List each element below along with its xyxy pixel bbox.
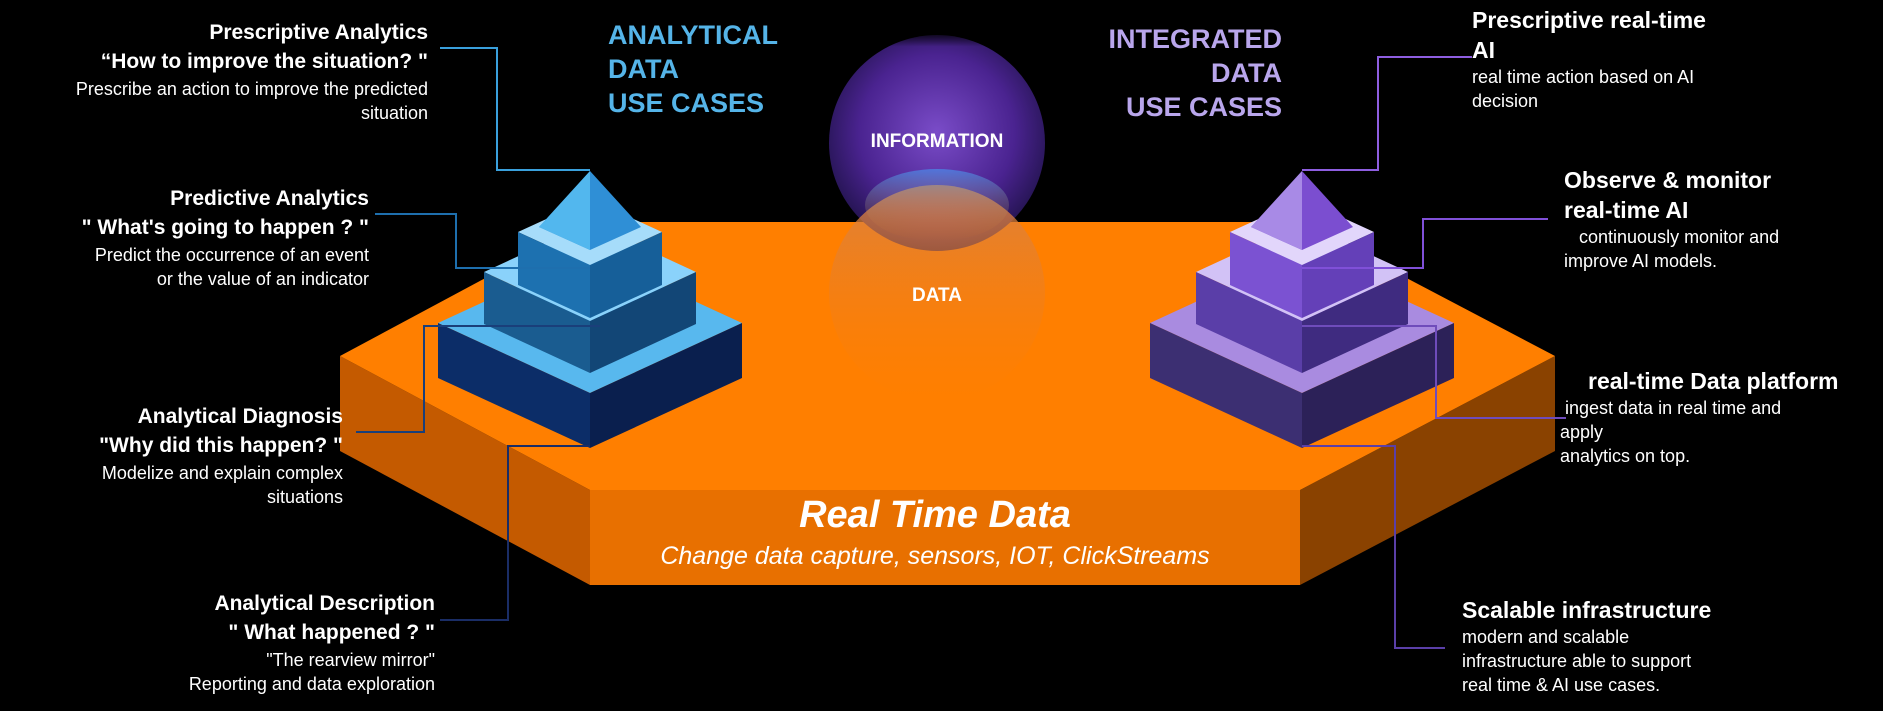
connector-diagnosis (356, 325, 600, 433)
label-title: Predictive Analytics (170, 187, 369, 210)
label-description: apply (1560, 422, 1604, 442)
heading-line: DATA (608, 54, 679, 84)
analytical-pyramid (438, 171, 742, 448)
heading-line: DATA (1211, 58, 1282, 88)
label-question: " What's going to happen ? " (81, 216, 369, 239)
platform-subtitle: Change data capture, sensors, IOT, Click… (660, 542, 1210, 570)
data-label: DATA (912, 285, 962, 306)
platform-right-face (1300, 356, 1555, 585)
platform-front-face (590, 490, 1300, 585)
realtime-data-platform-label: real-time Data platform ingest data in r… (1560, 366, 1839, 468)
right-connectors (1302, 56, 1566, 649)
integrated-pyramid (1150, 171, 1454, 448)
label-description: continuously monitor and (1564, 227, 1780, 247)
connector-prescriptive (440, 47, 590, 171)
label-description: situations (266, 487, 343, 507)
heading-line: INTEGRATED (1108, 24, 1283, 54)
prescriptive-analytics-label: Prescriptive Analytics “How to improve t… (76, 19, 428, 125)
label-description: Reporting and data exploration (188, 674, 435, 694)
label-title: Observe & monitor (1564, 167, 1772, 193)
label-description: or the value of an indicator (156, 269, 369, 289)
heading-line: ANALYTICAL (608, 20, 779, 50)
label-title: Scalable infrastructure (1462, 597, 1712, 623)
integrated-heading: INTEGRATED DATA USE CASES (1080, 22, 1283, 124)
label-title: Prescriptive real-time (1472, 7, 1706, 33)
predictive-analytics-label: Predictive Analytics " What's going to h… (82, 185, 369, 291)
label-description: Prescribe an action to improve the predi… (75, 79, 428, 99)
connector-description (440, 445, 590, 621)
label-description: real time & AI use cases. (1462, 675, 1661, 695)
label-description: infrastructure able to support (1462, 651, 1692, 671)
label-title: real-time AI (1564, 197, 1689, 223)
platform-title: Real Time Data (799, 494, 1071, 536)
scalable-infrastructure-label: Scalable infrastructure modern and scala… (1462, 595, 1711, 697)
platform-left-face (340, 356, 590, 585)
label-title: real-time Data platform (1588, 368, 1839, 394)
analytical-diagnosis-label: Analytical Diagnosis "Why did this happe… (99, 403, 343, 509)
information-data-circles (820, 30, 1060, 401)
left-connectors (356, 47, 600, 621)
label-description: ingest data in real time and (1560, 398, 1782, 418)
label-title: Prescriptive Analytics (209, 21, 428, 44)
label-description: improve AI models. (1564, 251, 1718, 271)
label-description: Predict the occurrence of an event (94, 245, 369, 265)
label-question: " What happened ? " (228, 621, 435, 644)
connector-observe (1302, 218, 1548, 269)
label-title: AI (1472, 37, 1495, 63)
heading-line: USE CASES (608, 88, 765, 118)
label-title: Analytical Description (214, 592, 435, 615)
label-question: "Why did this happen? " (99, 434, 343, 457)
information-label: INFORMATION (870, 131, 1004, 152)
label-description: modern and scalable (1462, 627, 1630, 647)
connector-data-platform (1302, 325, 1566, 419)
connector-predictive (375, 213, 590, 269)
label-description: analytics on top. (1560, 446, 1691, 466)
label-description: situation (360, 103, 428, 123)
label-description: decision (1472, 91, 1539, 111)
analytical-description-label: Analytical Description " What happened ?… (189, 590, 435, 696)
label-description: real time action based on AI (1472, 67, 1695, 87)
connector-infrastructure (1302, 445, 1445, 649)
label-title: Analytical Diagnosis (137, 405, 343, 428)
label-description: Modelize and explain complex (101, 463, 343, 483)
label-question: “How to improve the situation? " (100, 50, 428, 73)
analytical-heading: ANALYTICAL DATA USE CASES (608, 18, 778, 120)
prescriptive-realtime-ai-label: Prescriptive real-time AI real time acti… (1472, 5, 1706, 113)
observe-monitor-label: Observe & monitor real-time AI continuou… (1564, 165, 1779, 273)
connector-prescriptive-ai (1302, 56, 1472, 171)
data-circle (829, 185, 1045, 401)
label-description: "The rearview mirror" (266, 650, 435, 670)
heading-line: USE CASES (1125, 92, 1282, 122)
